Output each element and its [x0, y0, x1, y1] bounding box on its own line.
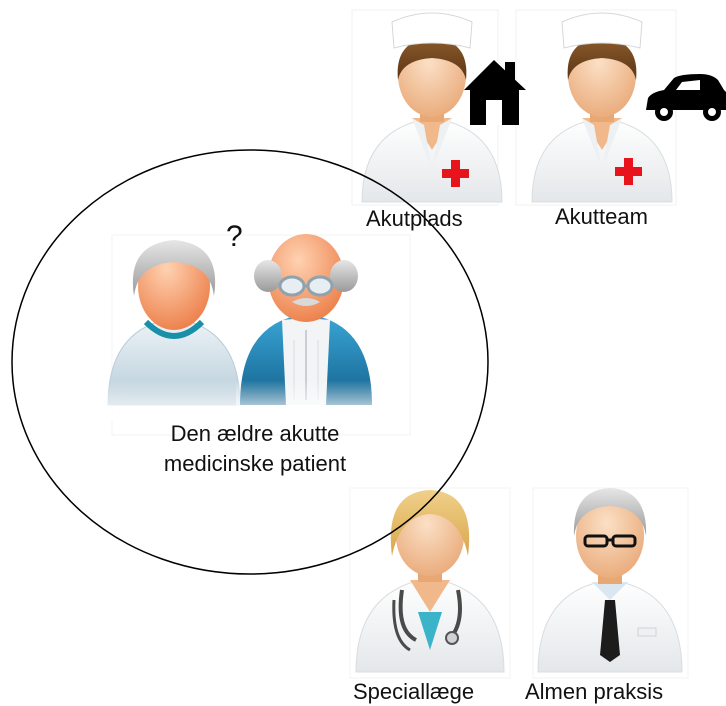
patient-label-line1: Den ældre akutte: [110, 419, 400, 449]
specialist-doctor-icon: [356, 490, 504, 672]
akutplads-label: Akutplads: [366, 206, 463, 232]
almen-praksis-label: Almen praksis: [525, 679, 663, 705]
car-icon: [646, 74, 726, 121]
akutteam-label: Akutteam: [555, 204, 648, 230]
patient-label-line2: medicinske patient: [110, 449, 400, 479]
elderly-man-icon: [236, 234, 376, 420]
house-icon: [464, 60, 526, 125]
general-practitioner-icon: [538, 488, 682, 672]
question-mark: ?: [226, 220, 243, 254]
patient-label: Den ældre akutte medicinske patient: [110, 419, 400, 479]
speciallaege-label: Speciallæge: [353, 679, 474, 705]
elderly-woman-icon: [104, 240, 244, 420]
